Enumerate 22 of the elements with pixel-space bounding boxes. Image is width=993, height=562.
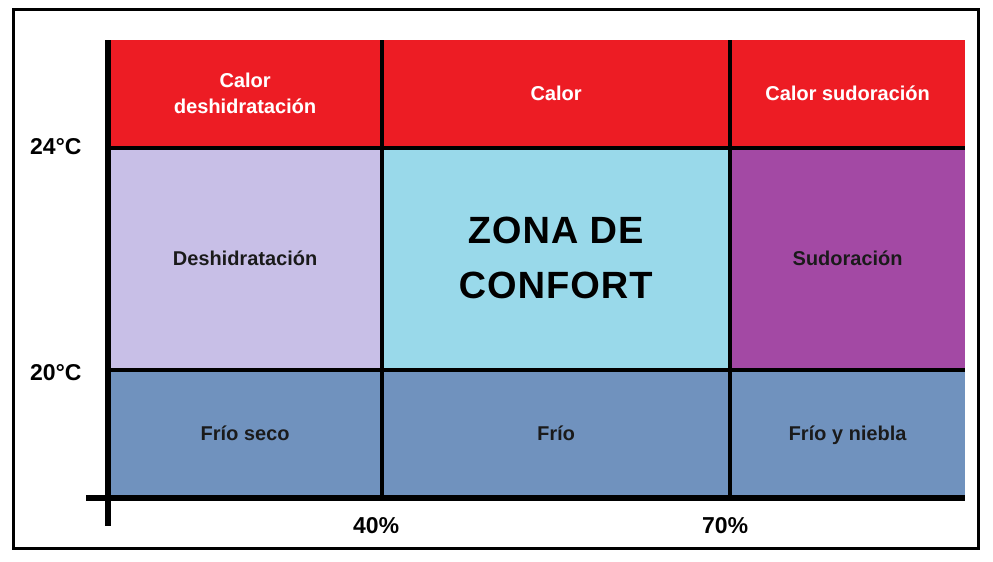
axis-tick-label: 70% xyxy=(702,512,748,539)
zone-label: Deshidratación xyxy=(172,247,318,272)
zone-cell xyxy=(730,370,965,498)
zone-label: Frío y niebla xyxy=(788,422,906,447)
zone-label: Calor deshidratación xyxy=(172,69,318,120)
zone-cell xyxy=(108,40,382,148)
zone-cell xyxy=(730,148,965,370)
zone-label: Calor xyxy=(530,82,582,107)
zone-cell xyxy=(382,370,730,498)
zone-cell xyxy=(382,40,730,148)
zone-label: Frío xyxy=(537,422,575,447)
zone-label: Sudoración xyxy=(792,247,902,272)
zone-cell xyxy=(382,148,730,370)
zone-cell xyxy=(108,148,382,370)
zone-label: Frío seco xyxy=(200,422,290,447)
zone-cell xyxy=(730,40,965,148)
axis-tick-label: 20°C xyxy=(30,359,82,386)
axis-tick-label: 24°C xyxy=(30,133,82,160)
zone-label: Calor sudoración xyxy=(765,82,930,107)
zone-cell xyxy=(108,370,382,498)
axis-tick-label: 40% xyxy=(353,512,400,539)
zone-label: ZONA DE CONFORT xyxy=(458,208,654,309)
